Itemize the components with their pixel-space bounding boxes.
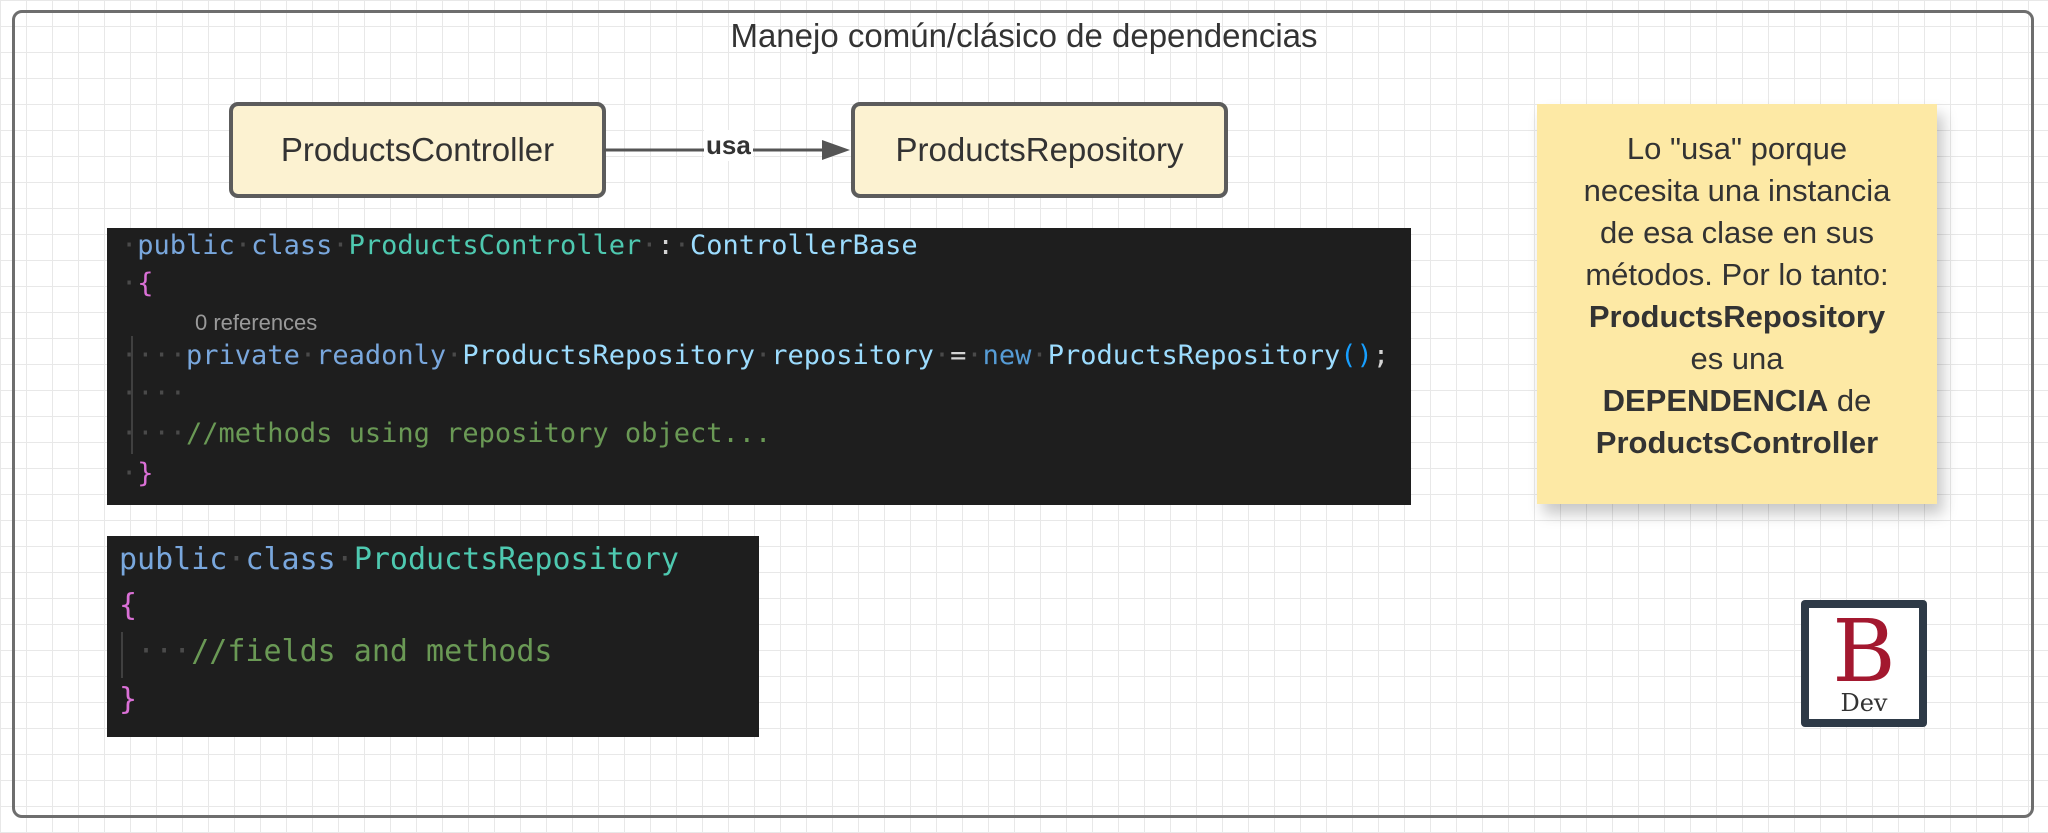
code-line-open-brace: { bbox=[119, 588, 137, 623]
diagram-title: Manejo común/clásico de dependencias bbox=[730, 17, 1318, 54]
sticky-note[interactable]: Lo "usa" porque necesita una instancia d… bbox=[1537, 104, 1937, 504]
code-block-repository: public·class·ProductsRepository { ···//f… bbox=[107, 536, 759, 737]
note-bold-text: ProductsController bbox=[1595, 425, 1879, 460]
field-name: repository bbox=[771, 340, 934, 371]
indent-guide bbox=[121, 632, 123, 678]
code-line-close-brace: ·} bbox=[121, 458, 154, 489]
semicolon: ; bbox=[1372, 340, 1390, 371]
node-label: ProductsRepository bbox=[895, 131, 1184, 168]
bdev-logo: B Dev bbox=[1801, 600, 1927, 727]
keyword: class bbox=[245, 542, 336, 577]
keyword: new bbox=[982, 340, 1032, 371]
edge-label: usa bbox=[704, 130, 753, 161]
diagram-frame bbox=[12, 10, 2034, 818]
note-line: necesita una instancia bbox=[1583, 173, 1891, 208]
brace: { bbox=[137, 268, 154, 299]
node-products-repository[interactable]: ProductsRepository bbox=[851, 102, 1228, 198]
code-block-controller: ·public·class·ProductsController·:·Contr… bbox=[107, 228, 1411, 505]
arrowhead-icon bbox=[822, 140, 850, 160]
keyword: readonly bbox=[316, 340, 447, 371]
note-bold-text: ProductsRepository bbox=[1588, 299, 1886, 334]
brace: { bbox=[119, 588, 138, 623]
note-bold-text: DEPENDENCIA bbox=[1602, 383, 1829, 418]
code-line-comment: ···//fields and methods bbox=[119, 634, 553, 669]
note-line: métodos. Por lo tanto: bbox=[1585, 257, 1889, 292]
keyword: public bbox=[137, 230, 235, 261]
indent-guide bbox=[131, 336, 133, 454]
type-name: ProductsController bbox=[348, 230, 642, 261]
code-line-class-decl: public·class·ProductsRepository bbox=[119, 542, 679, 577]
operator: = bbox=[950, 340, 967, 371]
code-line-comment: ····//methods using repository object... bbox=[121, 418, 772, 449]
note-line: es una bbox=[1690, 341, 1784, 376]
base-type: ControllerBase bbox=[690, 230, 918, 261]
logo-letter: B bbox=[1832, 602, 1896, 702]
code-line-field: ····private·readonly·ProductsRepository·… bbox=[121, 340, 1390, 371]
brace: } bbox=[119, 682, 138, 717]
brace: } bbox=[137, 458, 154, 489]
note-line: Lo "usa" porque bbox=[1626, 131, 1848, 166]
operator: : bbox=[657, 230, 674, 261]
keyword: private bbox=[186, 340, 300, 371]
comment: //fields and methods bbox=[191, 634, 553, 669]
parens: () bbox=[1340, 340, 1373, 371]
codelens-references[interactable]: 0 references bbox=[195, 310, 318, 335]
note-line: de esa clase en sus bbox=[1599, 215, 1874, 250]
node-products-controller[interactable]: ProductsController bbox=[229, 102, 606, 198]
code-line-class-decl: ·public·class·ProductsController·:·Contr… bbox=[121, 230, 918, 261]
type-name: ProductsRepository bbox=[353, 542, 679, 577]
logo-text: Dev bbox=[1840, 689, 1888, 717]
comment: //methods using repository object... bbox=[186, 418, 772, 449]
type-name: ProductsRepository bbox=[462, 340, 756, 371]
node-label: ProductsController bbox=[280, 131, 555, 168]
code-line-blank: ···· bbox=[121, 378, 187, 409]
constructor-call: ProductsRepository bbox=[1047, 340, 1341, 371]
code-line-close-brace: } bbox=[119, 682, 137, 717]
code-line-open-brace: ·{ bbox=[121, 268, 154, 299]
keyword: public bbox=[119, 542, 228, 577]
keyword: class bbox=[251, 230, 333, 261]
logo-inner: B Dev bbox=[1809, 602, 1919, 719]
note-line: de bbox=[1828, 383, 1872, 418]
